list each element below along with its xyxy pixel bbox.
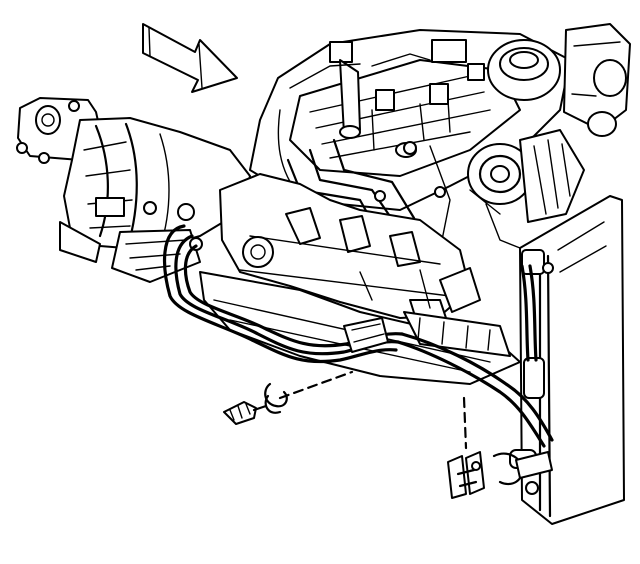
alternator bbox=[467, 129, 585, 223]
engine-detail-lines bbox=[289, 53, 521, 309]
exhaust-manifold bbox=[219, 173, 481, 333]
line-clip bbox=[264, 370, 354, 414]
front-direction-arrow-icon bbox=[142, 23, 238, 93]
transmission bbox=[16, 97, 251, 283]
retaining-bolt-icon bbox=[223, 401, 268, 425]
cooler-lines bbox=[162, 224, 554, 448]
fitting-bracket-icon bbox=[447, 396, 553, 499]
